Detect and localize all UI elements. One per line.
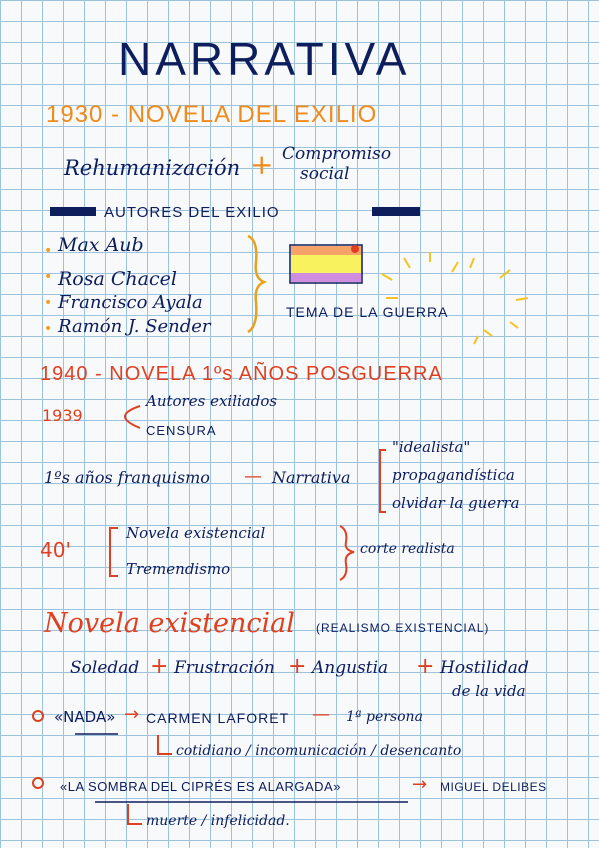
section-1930-heading: 1930 - NOVELA DEL EXILIO [46,101,378,128]
author-item: Ramón J. Sender [58,316,211,337]
bullet-nada [32,710,44,722]
author-item: Francisco Ayala [58,292,203,313]
author-item: Max Aub [58,234,144,256]
word-angustia: Angustia [312,658,389,678]
novela-existencial-item: Novela existencial [126,524,266,542]
word-hostilidad: Hostilidad [440,658,529,678]
bullet-sombra [32,777,44,789]
nada-themes: cotidiano / incomunicación / desencanto [176,743,462,759]
author-bullets: •••• [44,243,53,337]
connector-sombra [127,804,142,825]
carmen-laforet: CARMEN LAFORET [146,710,290,726]
author-item: Rosa Chacel [58,268,177,290]
social-text: social [300,164,350,184]
bracket-narrativa [379,449,386,513]
novela-existencial-heading: Novela existencial [44,608,295,639]
plus-1: + [150,654,169,679]
authors-brace [247,234,268,334]
rehumanizacion-text: Rehumanización [64,156,241,180]
word-frustracion: Frustración [174,658,275,678]
tema-guerra-text: TEMA DE LA GUERRA [286,304,449,320]
censura-text: CENSURA [146,423,217,438]
narrativa-olvidar: olvidar la guerra [392,494,520,512]
realismo-existencial-note: (REALISMO EXISTENCIAL) [316,621,490,635]
plus-3: + [416,654,435,679]
bracket-40 [109,527,118,577]
year-1939: 1939 [42,406,83,425]
forties-label: 40' [40,538,71,562]
narrativa-propagandistica: propagandística [392,466,515,484]
brace-40 [339,525,355,581]
compromiso-text: Compromiso [282,144,392,164]
narrativa-idealista: "idealista" [392,438,471,456]
scribble-left [50,207,96,216]
narrativa-text: Narrativa [272,468,351,487]
sombra-themes: muerte / infelicidad. [146,813,290,829]
nada-arrow: → [124,704,140,725]
sombra-arrow: → [412,774,428,795]
dash-narrativa: — [244,466,262,487]
nada-title: «NADA» [54,708,116,726]
connector-nada [157,735,172,755]
sun-rays-decoration [381,252,529,345]
autores-exiliados-text: Autores exiliados [146,392,278,410]
book-icon [289,244,363,284]
section-1940-heading: 1940 - NOVELA 1ºs AÑOS POSGUERRA [40,363,443,385]
page-title: NARRATIVA [118,33,411,85]
dash-persona: — [312,704,330,725]
hostilidad-line2: de la vida [452,682,526,700]
bracket-1939 [124,405,141,429]
tremendismo-item: Tremendismo [126,560,231,578]
miguel-delibes: MIGUEL DELIBES [440,780,547,794]
plus-sign: + [250,148,274,181]
corte-realista-text: corte realista [360,541,455,557]
primera-persona: 1ª persona [346,709,423,725]
autores-exilio-heading: AUTORES DEL EXILIO [104,204,280,221]
franquismo-text: 1ºs años franquismo [44,468,210,487]
plus-2: + [288,654,307,679]
scribble-right [372,207,420,216]
sombra-title: «LA SOMBRA DEL CIPRÉS ES ALARGADA» [60,779,341,794]
word-soledad: Soledad [70,658,140,678]
